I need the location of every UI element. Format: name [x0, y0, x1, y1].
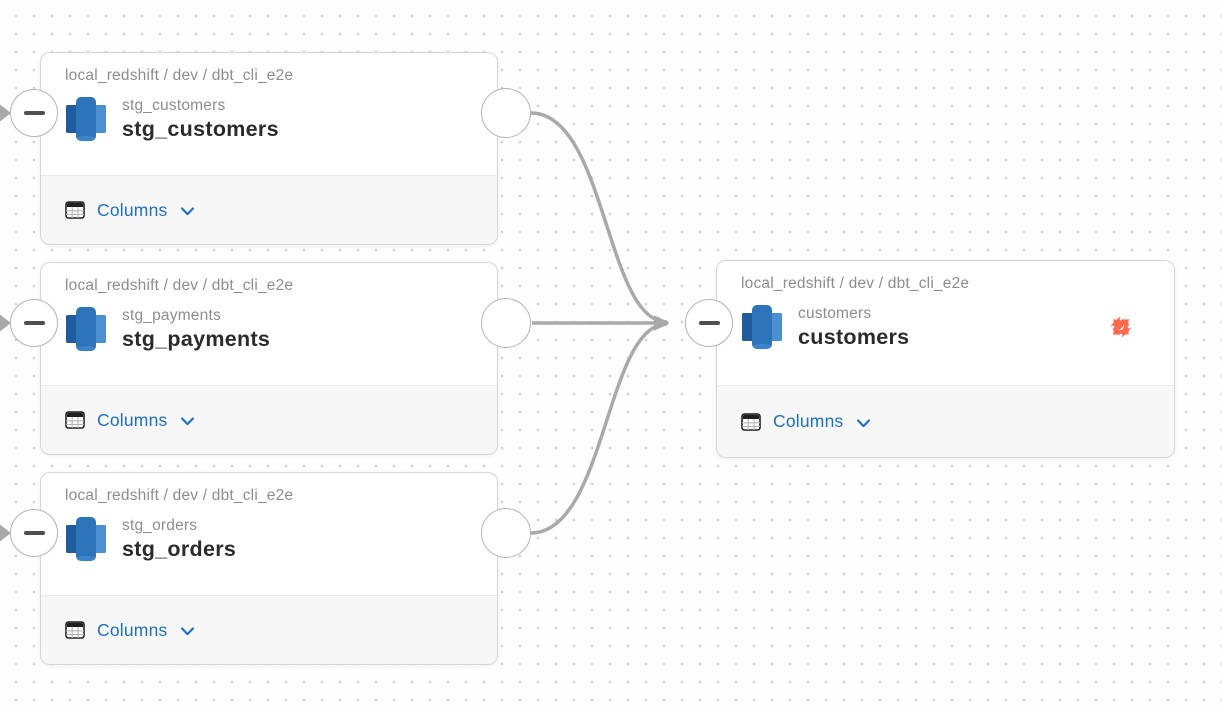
breadcrumb: local_redshift / dev / dbt_cli_e2e — [741, 275, 970, 292]
edge-upstream-stg-payments-arrowhead — [0, 314, 11, 332]
chevron-down-icon — [181, 207, 195, 216]
columns-toggle[interactable]: Columns — [65, 409, 195, 431]
node-header: local_redshift / dev / dbt_cli_e2e stg_c… — [41, 53, 497, 175]
minus-icon — [698, 321, 720, 325]
table-icon — [65, 620, 85, 640]
edge-upstream-stg-customers-arrowhead — [0, 104, 11, 122]
source-handle-stg-payments[interactable] — [481, 298, 531, 348]
node-footer: Columns — [41, 175, 497, 244]
node-title: customers — [798, 324, 910, 349]
node-subtitle: customers — [798, 304, 872, 322]
columns-label: Columns — [773, 411, 844, 431]
columns-toggle[interactable]: Columns — [65, 199, 195, 221]
node-footer: Columns — [41, 385, 497, 454]
columns-toggle[interactable]: Columns — [65, 619, 195, 641]
redshift-icon — [65, 516, 107, 562]
node-stg-orders[interactable]: local_redshift / dev / dbt_cli_e2e stg_o… — [40, 472, 498, 665]
node-footer: Columns — [41, 595, 497, 664]
node-customers[interactable]: local_redshift / dev / dbt_cli_e2e custo… — [716, 260, 1175, 458]
table-icon — [65, 410, 85, 430]
columns-label: Columns — [97, 619, 168, 640]
minus-icon — [23, 321, 45, 325]
minus-icon — [23, 531, 45, 535]
table-icon — [65, 200, 85, 220]
source-handle-stg-customers[interactable] — [481, 88, 531, 138]
collapse-upstream-handle-stg-customers[interactable] — [10, 89, 58, 137]
node-header: local_redshift / dev / dbt_cli_e2e stg_p… — [41, 263, 497, 385]
breadcrumb: local_redshift / dev / dbt_cli_e2e — [65, 67, 294, 84]
node-stg-payments[interactable]: local_redshift / dev / dbt_cli_e2e stg_p… — [40, 262, 498, 455]
node-subtitle: stg_customers — [122, 96, 226, 114]
chevron-down-icon — [181, 417, 195, 426]
collapse-upstream-handle-stg-orders[interactable] — [10, 509, 58, 557]
minus-icon — [23, 111, 45, 115]
columns-toggle[interactable]: Columns — [741, 411, 871, 432]
breadcrumb: local_redshift / dev / dbt_cli_e2e — [65, 487, 294, 504]
node-header: local_redshift / dev / dbt_cli_e2e stg_o… — [41, 473, 497, 595]
redshift-icon — [65, 306, 107, 352]
collapse-upstream-handle-stg-payments[interactable] — [10, 299, 58, 347]
breadcrumb: local_redshift / dev / dbt_cli_e2e — [65, 277, 294, 294]
node-footer: Columns — [717, 385, 1174, 457]
edge-stg-customers-to-customers[interactable] — [530, 111, 669, 330]
chevron-down-icon — [181, 627, 195, 636]
columns-label: Columns — [97, 409, 168, 430]
node-title: stg_orders — [122, 536, 237, 561]
edge-upstream-stg-orders-arrowhead — [0, 524, 11, 542]
edge-stg-orders-to-customers[interactable] — [530, 316, 669, 535]
redshift-icon — [741, 304, 783, 350]
source-handle-stg-orders[interactable] — [481, 508, 531, 558]
node-subtitle: stg_payments — [122, 306, 221, 324]
redshift-icon — [65, 96, 107, 142]
chevron-down-icon — [857, 418, 871, 428]
node-title: stg_payments — [122, 326, 271, 351]
table-icon — [741, 412, 761, 432]
node-subtitle: stg_orders — [122, 516, 198, 534]
node-header: local_redshift / dev / dbt_cli_e2e custo… — [717, 261, 1174, 385]
columns-label: Columns — [97, 199, 168, 220]
collapse-upstream-handle-customers[interactable] — [685, 299, 733, 347]
node-title: stg_customers — [122, 116, 279, 141]
node-stg-customers[interactable]: local_redshift / dev / dbt_cli_e2e stg_c… — [40, 52, 498, 245]
dbt-icon — [1108, 314, 1134, 340]
